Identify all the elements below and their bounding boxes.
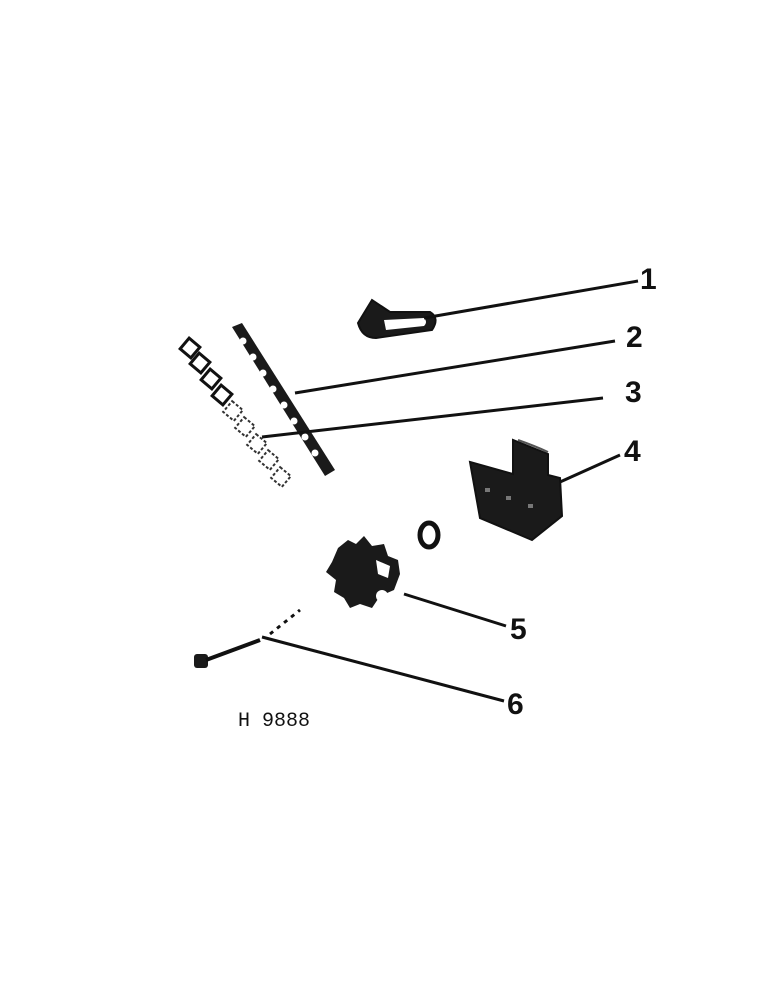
leader-5 <box>403 592 507 628</box>
leader-2 <box>294 339 616 395</box>
figure-code: H 9888 <box>238 710 310 733</box>
callout-number-6: 6 <box>507 688 524 721</box>
leader-4 <box>559 453 621 484</box>
part-sprocket <box>326 536 400 608</box>
leader-1 <box>423 279 639 320</box>
part-hook-link <box>356 298 437 340</box>
part-roller-chain <box>232 323 335 476</box>
leader-3 <box>261 396 604 439</box>
part-u-bracket <box>468 438 564 542</box>
callout-number-1: 1 <box>640 263 657 296</box>
leader-6 <box>261 635 505 703</box>
leader-lines <box>261 279 639 703</box>
part-bolt <box>194 608 301 668</box>
callout-number-5: 5 <box>510 613 527 646</box>
part-detachable-chain <box>178 336 293 489</box>
callout-number-3: 3 <box>625 376 642 409</box>
part-washer <box>417 520 441 550</box>
callout-number-2: 2 <box>626 321 643 354</box>
callout-number-4: 4 <box>624 435 641 468</box>
